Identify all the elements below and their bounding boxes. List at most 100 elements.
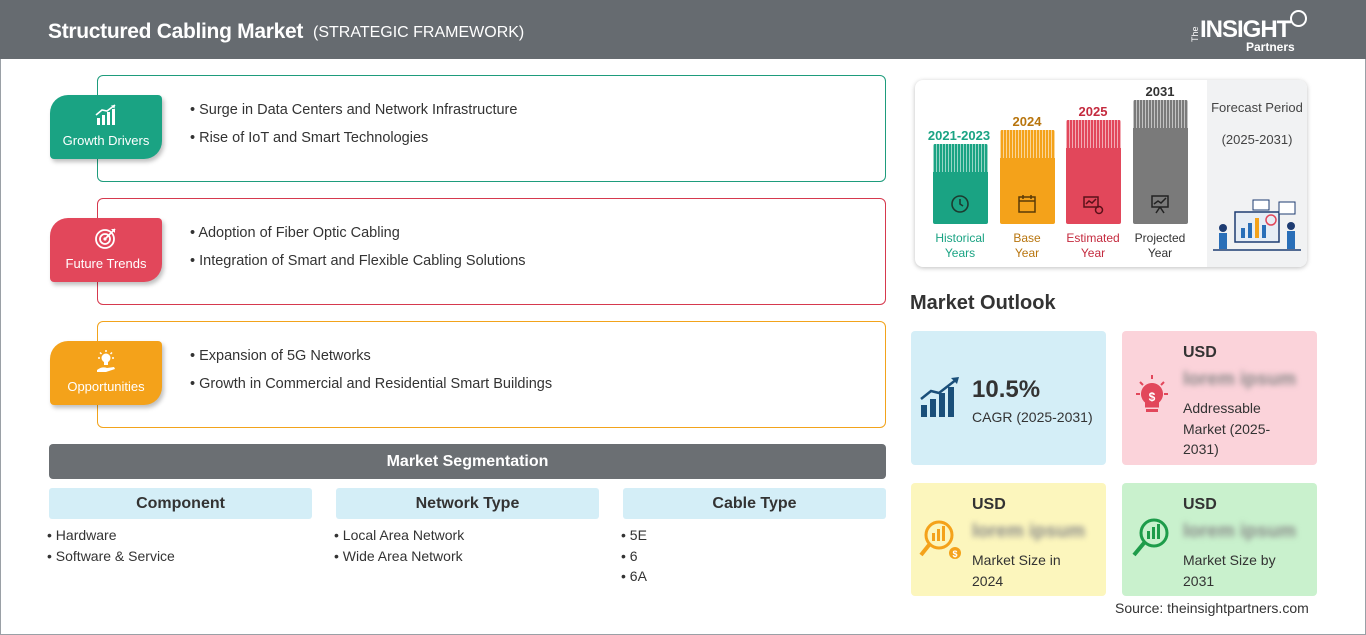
list-item: Rise of IoT and Smart Technologies [190, 124, 517, 152]
currency-label: USD [972, 496, 1006, 513]
desc-line: Market Size by [1183, 552, 1276, 568]
logo-the: The [1190, 26, 1200, 42]
list-item: 5E [621, 525, 647, 546]
svg-text:$: $ [952, 549, 957, 559]
desc-line: Projected [1134, 231, 1186, 245]
bar-chart-growth-icon [95, 104, 116, 125]
market-size-2031-card: USD lorem ipsum Market Size by 2031 [1122, 483, 1317, 596]
svg-text:$: $ [1149, 390, 1156, 404]
future-trends-list: Adoption of Fiber Optic Cabling Integrat… [190, 219, 526, 275]
timeline-card: Forecast Period (2025-2031) 2021-2023 Hi… [915, 80, 1307, 267]
page-subtitle: (STRATEGIC FRAMEWORK) [313, 24, 525, 41]
desc-line: Market Size in [972, 552, 1061, 568]
year-label-historical: 2021-2023 [927, 128, 991, 143]
desc-line: Addressable [1183, 400, 1261, 416]
segmentation-title: Market Segmentation [49, 444, 886, 479]
bar-base [1000, 130, 1055, 224]
segment-header-network-type: Network Type [336, 488, 599, 519]
growth-drivers-tag: Growth Drivers [50, 95, 162, 159]
segment-header-component: Component [49, 488, 312, 519]
year-label-estimated: 2025 [1078, 104, 1108, 119]
cagr-card: 10.5% CAGR (2025-2031) [911, 331, 1106, 465]
currency-label: USD [1183, 344, 1217, 361]
desc-line: 2031) [1183, 441, 1219, 457]
desc-line: Year [1147, 246, 1173, 260]
segment-header-cable-type: Cable Type [623, 488, 886, 519]
analyst-dashboard-icon [1213, 199, 1301, 251]
desc-historical: Historical Years [920, 231, 1000, 261]
list-item: Hardware [47, 525, 175, 546]
network-type-list: Local Area Network Wide Area Network [334, 525, 464, 566]
header-bar: Structured Cabling Market (STRATEGIC FRA… [0, 0, 1366, 59]
list-item: Growth in Commercial and Residential Sma… [190, 370, 552, 398]
bar-historical [933, 144, 988, 224]
list-item: Wide Area Network [334, 546, 464, 567]
logo-partners: Partners [1246, 40, 1295, 54]
currency-label: USD [1183, 496, 1217, 513]
year-label-projected: 2031 [1145, 84, 1175, 99]
market-size-2024-desc: Market Size in 2024 [972, 550, 1061, 591]
list-item: Local Area Network [334, 525, 464, 546]
growth-drivers-label: Growth Drivers [62, 133, 150, 148]
chart-magnifier-icon [1132, 518, 1169, 557]
target-icon [95, 228, 116, 249]
bar-projected [1133, 100, 1188, 224]
history-clock-icon [951, 195, 969, 213]
estimate-chart-icon [1083, 196, 1104, 215]
desc-projected: Projected Year [1120, 231, 1200, 261]
list-item: Software & Service [47, 546, 175, 567]
lightbulb-hand-icon [97, 350, 115, 372]
desc-line: Year [1080, 246, 1106, 260]
addressable-market-value: lorem ipsum [1183, 369, 1296, 390]
list-item: Surge in Data Centers and Network Infras… [190, 96, 517, 124]
opportunities-tag: Opportunities [50, 341, 162, 405]
opportunities-box: Expansion of 5G Networks Growth in Comme… [97, 321, 886, 428]
logo-ring-icon [1290, 10, 1307, 27]
future-trends-label: Future Trends [65, 256, 147, 271]
calendar-icon [1018, 195, 1036, 213]
desc-estimated: Estimated Year [1053, 231, 1133, 261]
desc-line: 2024 [972, 572, 1004, 589]
growth-drivers-box: Surge in Data Centers and Network Infras… [97, 75, 886, 182]
projection-board-icon [1151, 195, 1169, 214]
list-item: Adoption of Fiber Optic Cabling [190, 219, 526, 247]
market-size-2024-card: USD lorem ipsum $ Market Size in 2024 [911, 483, 1106, 596]
market-size-2031-desc: Market Size by 2031 [1183, 550, 1276, 591]
future-trends-box: Adoption of Fiber Optic Cabling Integrat… [97, 198, 886, 305]
bar-stripes [933, 144, 988, 172]
idea-bulb-dollar-icon: $ [1136, 375, 1168, 412]
forecast-period-title: Forecast Period [1211, 100, 1303, 115]
component-list: Hardware Software & Service [47, 525, 175, 566]
desc-line: Historical [935, 231, 985, 245]
logo-insight: INSIGHT [1200, 16, 1291, 43]
bar-stripes [1133, 100, 1188, 128]
market-outlook-title: Market Outlook [910, 292, 1056, 314]
cagr-value: 10.5% [972, 376, 1041, 403]
page-title: Structured Cabling Market [48, 20, 304, 43]
cagr-label: CAGR (2025-2031) [972, 409, 1093, 425]
market-size-2031-value: lorem ipsum [1183, 521, 1296, 542]
addressable-market-desc: Addressable Market (2025- 2031) [1183, 398, 1270, 460]
bar-stripes [1000, 130, 1055, 158]
list-item: 6A [621, 566, 647, 587]
year-label-base: 2024 [1012, 114, 1042, 129]
coins-magnifier-icon: $ [919, 520, 961, 559]
forecast-panel [1207, 80, 1307, 267]
cable-type-list: 5E 6 6A [621, 525, 647, 587]
source-link[interactable]: Source: theinsightpartners.com [1115, 600, 1309, 616]
growth-bars-icon [920, 377, 959, 417]
future-trends-tag: Future Trends [50, 218, 162, 282]
list-item: Integration of Smart and Flexible Cablin… [190, 247, 525, 275]
bar-stripes [1066, 120, 1121, 148]
bar-estimated [1066, 120, 1121, 224]
desc-line: 2031 [1183, 572, 1215, 589]
desc-line: Estimated [1066, 231, 1120, 245]
desc-line: Market (2025- [1183, 420, 1271, 437]
list-item: Expansion of 5G Networks [190, 342, 552, 370]
desc-line: Years [944, 246, 976, 260]
desc-line: Year [1014, 246, 1040, 260]
market-size-2024-value: lorem ipsum [972, 521, 1085, 542]
opportunities-label: Opportunities [67, 379, 145, 394]
insight-partners-logo[interactable]: The INSIGHT Partners [1190, 10, 1310, 54]
desc-base: Base Year [987, 231, 1067, 261]
